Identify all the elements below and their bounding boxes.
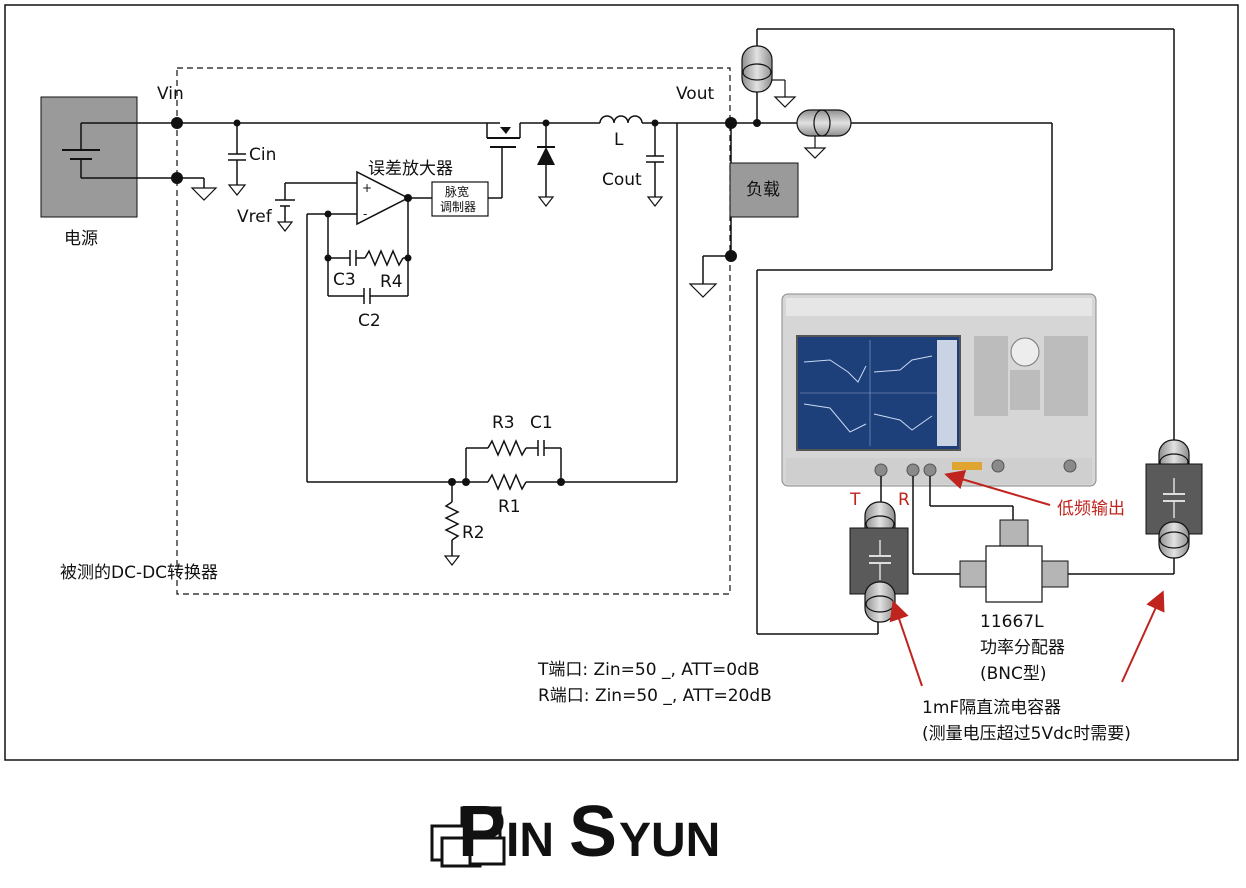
- vref-source: [275, 182, 357, 232]
- inductor-label: L: [614, 130, 624, 150]
- mosfet-switch: [486, 123, 521, 148]
- power-supply-label: 电源: [64, 229, 98, 249]
- splitter-model: 11667L: [980, 612, 1044, 632]
- dc-block-left: [849, 501, 909, 623]
- dc-block-right: [1145, 439, 1203, 559]
- splitter-type: (BNC型): [980, 664, 1047, 684]
- network-analyzer: [781, 293, 1097, 487]
- r1-label: R1: [498, 497, 521, 517]
- r3-resistor: [487, 439, 527, 457]
- cout-capacitor: [646, 119, 664, 207]
- vref-label: Vref: [237, 207, 273, 227]
- r-port-note: R端口: Zin=50 _, ATT=20dB: [538, 686, 772, 706]
- dc-block-note-2: (测量电压超过5Vdc时需要): [922, 724, 1131, 744]
- cin-label: Cin: [249, 145, 276, 165]
- pwm-block: [431, 181, 489, 217]
- port-t-label: T: [849, 490, 861, 510]
- c2-label: C2: [358, 311, 381, 331]
- r2-label: R2: [462, 523, 485, 543]
- ground-symbol: [190, 187, 218, 201]
- load-box: [729, 162, 799, 218]
- r4-resistor: [364, 249, 404, 267]
- r4-label: R4: [380, 272, 403, 292]
- dc-block-note-1: 1mF隔直流电容器: [922, 698, 1061, 718]
- pwm-label-line1: 脉宽: [445, 184, 469, 199]
- opamp-plus: +: [362, 181, 372, 195]
- low-freq-arrow: [944, 469, 1051, 506]
- logo-text-yun: YUN: [619, 814, 720, 867]
- logo-text-in: IN: [506, 814, 554, 867]
- c1-label: C1: [530, 413, 553, 433]
- r3-label: R3: [492, 413, 515, 433]
- freewheel-diode: [537, 119, 555, 207]
- probe-connector-top: [741, 45, 797, 108]
- dc-block-arrow-right: [1121, 590, 1165, 683]
- opamp-minus: -: [363, 207, 367, 221]
- pwm-label-line2: 调制器: [440, 200, 476, 214]
- splitter-name: 功率分配器: [980, 638, 1065, 658]
- dut-label: 被测的DC-DC转换器: [60, 563, 218, 583]
- error-amp-label: 误差放大器: [368, 159, 453, 179]
- power-splitter: [959, 519, 1069, 603]
- power-supply: [40, 96, 177, 218]
- t-port-note: T端口: Zin=50 _, ATT=0dB: [537, 660, 760, 680]
- inductor-l: [599, 115, 643, 124]
- logo-letter-p: P: [458, 792, 506, 872]
- low-freq-label: 低频输出: [1057, 499, 1125, 519]
- pinsyun-logo: P IN S YUN: [430, 792, 720, 872]
- load-label: 负载: [746, 180, 780, 200]
- vin-label: Vin: [157, 84, 184, 104]
- cin-capacitor: [227, 119, 247, 196]
- logo-letter-s: S: [569, 792, 617, 872]
- r1-resistor: [487, 473, 527, 491]
- dc-block-arrow-left: [889, 600, 923, 687]
- c3-label: C3: [333, 270, 356, 290]
- cout-label: Cout: [602, 170, 642, 190]
- dut-dashed-box: [176, 67, 731, 595]
- vout-label: Vout: [676, 84, 714, 104]
- r2-resistor: [444, 501, 460, 541]
- probe-connector-right: [796, 109, 852, 159]
- port-r-label: R: [898, 490, 910, 510]
- outer-frame: [4, 4, 1239, 761]
